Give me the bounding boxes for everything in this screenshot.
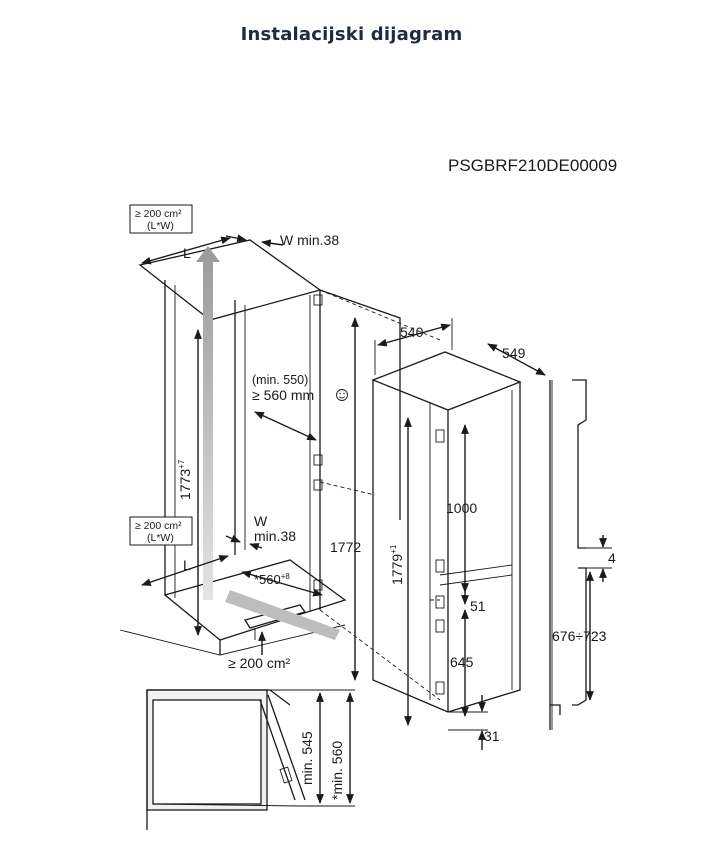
dim-min-560: *min. 560 [329, 741, 345, 800]
dim-1772: 1772 [330, 539, 361, 555]
model-code: PSGBRF210DE00009 [448, 156, 617, 175]
svg-text:≥ 200 cm²: ≥ 200 cm² [135, 208, 182, 220]
dim-645: 645 [450, 654, 474, 670]
smiley-icon [336, 389, 348, 401]
dim-676-723: 676÷723 [552, 628, 607, 644]
label-l-top: L [183, 245, 191, 261]
w-label-mid: W [254, 513, 268, 529]
cabinet-outline [119, 239, 401, 656]
page-title: Instalacijski dijagram [240, 24, 463, 45]
ge-560-label: ≥ 560 mm [252, 387, 314, 403]
dim-1773: 1773+7 [177, 459, 193, 500]
w-min-mid: min.38 [254, 528, 296, 544]
vent-label-mid: ≥ 200 cm² (L*W) [129, 516, 193, 546]
w-min-top: W min.38 [280, 232, 339, 248]
airflow-arrows [196, 246, 340, 640]
appliance-outline [371, 351, 522, 713]
vent-label-top: ≥ 200 cm² (L*W) [129, 204, 193, 234]
vent-label-bottom: ≥ 200 cm² [228, 655, 290, 671]
dim-540: 540 [400, 324, 424, 340]
dim-560-star: *560+8 [254, 572, 290, 587]
side-profile [549, 379, 587, 730]
svg-text:(L*W): (L*W) [147, 532, 174, 544]
dim-4: 4 [608, 550, 616, 566]
dim-549: 549 [502, 345, 526, 361]
min-550-label: (min. 550) [252, 373, 308, 387]
svg-text:≥ 200 cm²: ≥ 200 cm² [135, 520, 182, 532]
svg-text:(L*W): (L*W) [147, 220, 174, 232]
dim-31: 31 [484, 728, 500, 744]
dim-1000: 1000 [446, 500, 477, 516]
dim-1779: 1779+1 [389, 544, 405, 585]
dim-51: 51 [470, 598, 486, 614]
bottom-detail [146, 689, 306, 830]
dim-min-545: min. 545 [299, 731, 315, 785]
label-l-bottom: L [183, 557, 191, 573]
